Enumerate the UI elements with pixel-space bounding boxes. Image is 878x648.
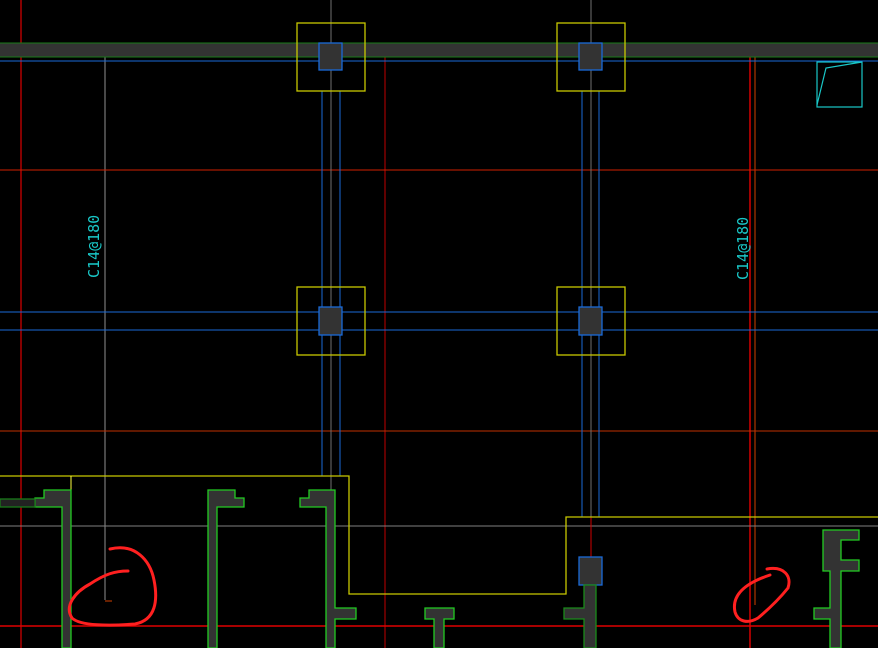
hatch	[0, 498, 36, 508]
wall	[424, 607, 455, 648]
annotation-circle	[67, 546, 158, 627]
slab-outline	[0, 475, 878, 595]
wall	[299, 489, 357, 648]
hand-annotations	[67, 546, 791, 627]
wall	[34, 489, 72, 648]
walls	[0, 489, 860, 648]
column	[578, 556, 603, 586]
section-symbol	[816, 61, 863, 108]
column-caps	[296, 22, 626, 356]
wall	[813, 529, 860, 648]
top-beam	[0, 43, 878, 57]
column	[578, 306, 603, 336]
rebar-label: C14@180	[85, 215, 103, 278]
wall	[563, 584, 597, 648]
column	[318, 42, 343, 71]
columns	[318, 42, 603, 586]
column	[318, 306, 343, 336]
rebar-label: C14@180	[734, 217, 752, 280]
annotation-circle	[732, 566, 791, 623]
wall	[207, 489, 245, 648]
column-cap	[296, 22, 366, 92]
column-cap	[556, 286, 626, 356]
column-cap	[296, 286, 366, 356]
column	[578, 42, 603, 71]
column-cap	[556, 22, 626, 92]
